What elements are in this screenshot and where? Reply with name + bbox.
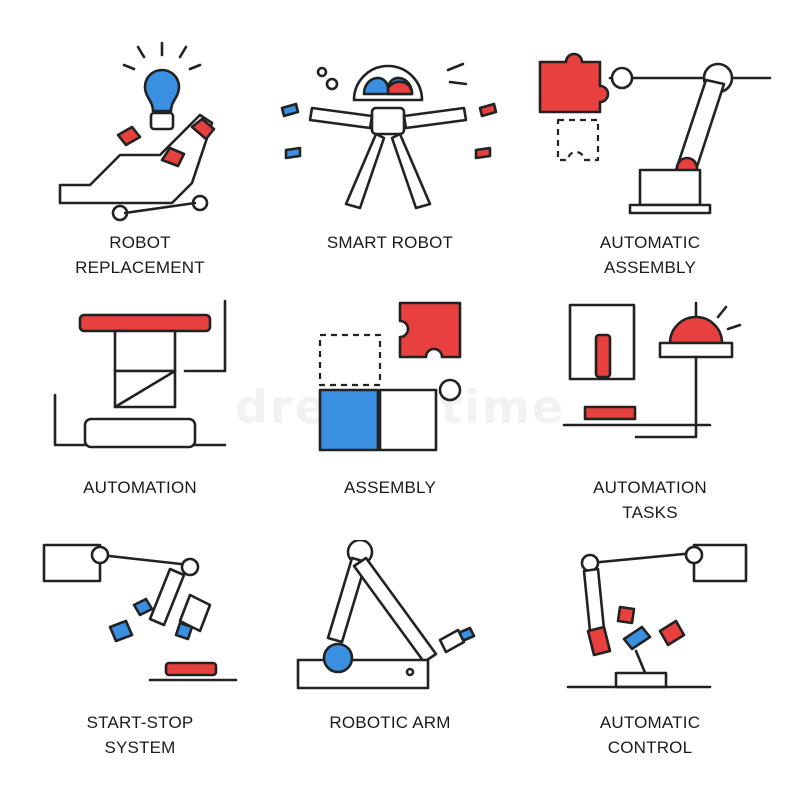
robotic-arm-icon bbox=[296, 540, 476, 690]
puzzle-pieces-icon bbox=[318, 301, 462, 452]
robot-hand-joystick-icon bbox=[566, 543, 748, 689]
label-smart-robot: SMART ROBOT bbox=[326, 233, 454, 252]
label-start-stop-system: START-STOP SYSTEM bbox=[86, 713, 194, 757]
brain-robot-icon bbox=[280, 62, 498, 210]
lightbulb-robot-hand-icon bbox=[58, 41, 216, 222]
label-automatic-control: AUTOMATIC CONTROL bbox=[599, 713, 701, 757]
label-assembly: ASSEMBLY bbox=[344, 478, 436, 497]
label-robotic-arm: ROBOTIC ARM bbox=[329, 713, 451, 732]
label-automatic-assembly: AUTOMATIC ASSEMBLY bbox=[599, 233, 701, 277]
label-robot-replacement: ROBOT REPLACEMENT bbox=[75, 233, 205, 277]
press-machine-icon bbox=[53, 299, 227, 449]
switch-alarm-icon bbox=[562, 301, 742, 439]
robotic-arm-puzzle-icon bbox=[538, 52, 772, 215]
label-automation: AUTOMATION bbox=[83, 478, 197, 497]
label-automation-tasks: AUTOMATION TASKS bbox=[593, 478, 707, 522]
robot-hand-button-icon bbox=[42, 543, 238, 682]
